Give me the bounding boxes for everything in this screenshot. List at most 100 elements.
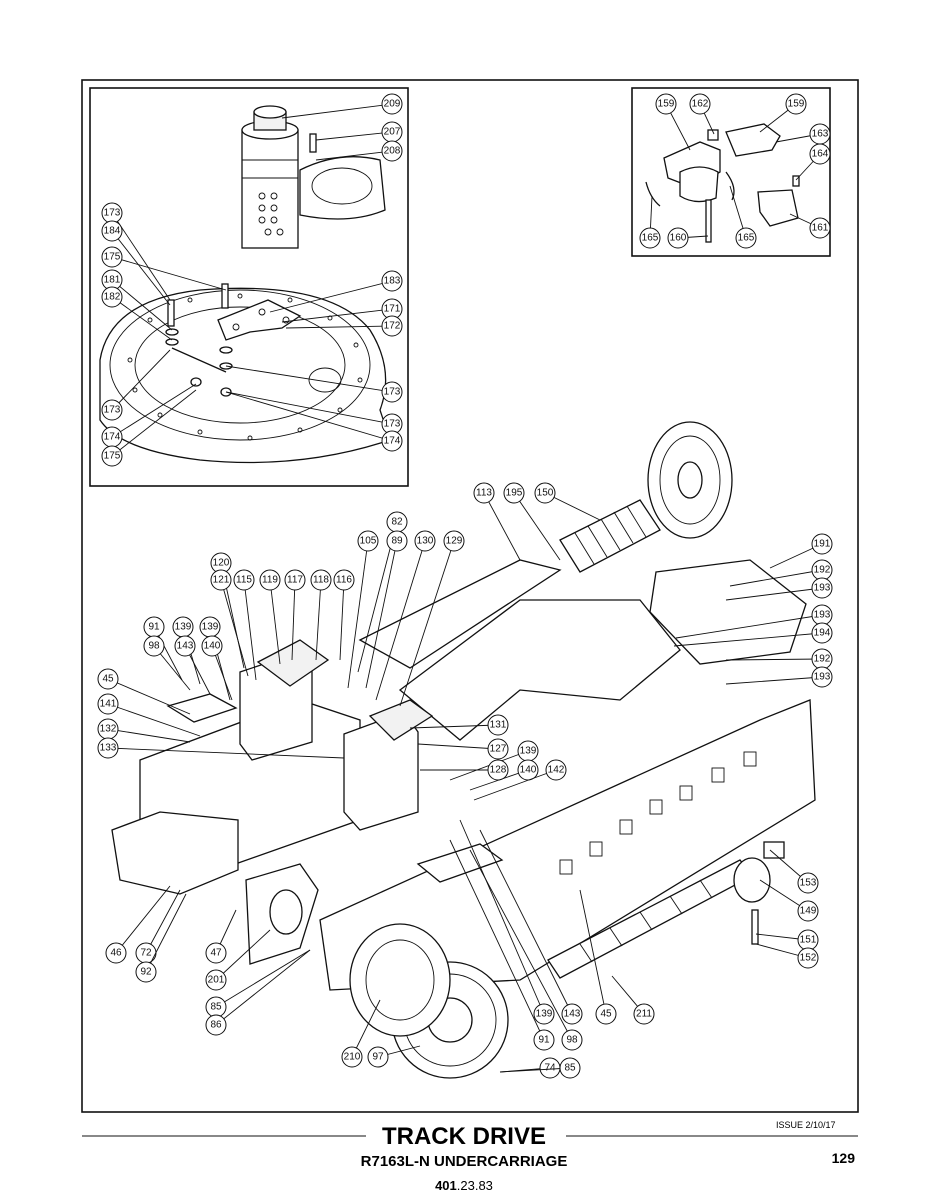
callout-173: 173 [225, 391, 403, 435]
callout-174: 174 [225, 391, 403, 452]
callout-bubble [785, 93, 807, 115]
callout-159: 159 [759, 93, 807, 133]
callout-leader [107, 747, 345, 759]
callout-number: 173 [104, 405, 121, 416]
callout-bubble [561, 1029, 583, 1051]
callout-89: 89 [365, 530, 408, 689]
callout-number: 175 [104, 252, 121, 263]
callout-121: 121 [210, 569, 249, 677]
callout-number: 201 [208, 975, 225, 986]
callout-bubble [259, 569, 281, 591]
doc-code-prefix: 401 [435, 1178, 457, 1193]
callout-bubble [233, 569, 255, 591]
callout-151: 151 [755, 929, 819, 951]
callout-number: 133 [100, 743, 117, 754]
callout-number: 181 [104, 275, 121, 286]
issue-date: ISSUE 2/10/17 [776, 1120, 836, 1130]
callout-leader [315, 579, 322, 661]
callout-number: 72 [140, 948, 152, 959]
callout-116: 116 [333, 569, 355, 661]
callout-number: 184 [104, 226, 121, 237]
callout-number: 173 [384, 387, 401, 398]
callout-bubble [811, 666, 833, 688]
callout-173: 173 [225, 365, 403, 403]
callout-number: 160 [670, 233, 687, 244]
callout-leader [281, 103, 393, 119]
callout-leader [107, 678, 191, 715]
callout-number: 143 [564, 1009, 581, 1020]
callout-number: 149 [800, 906, 817, 917]
callout-leader [281, 308, 393, 323]
callout-leader [675, 614, 823, 639]
callout-number: 192 [814, 565, 831, 576]
callout-number: 119 [262, 575, 278, 586]
callout-number: 151 [800, 935, 817, 946]
callout-number: 139 [536, 1009, 553, 1020]
callout-bubble [341, 1046, 363, 1068]
callout-number: 173 [384, 419, 401, 430]
callout-207: 207 [315, 121, 403, 143]
callout-bubble [205, 969, 227, 991]
callout-201: 201 [205, 929, 271, 991]
callout-bubble [310, 569, 332, 591]
callout-number: 115 [236, 575, 252, 586]
callout-number: 82 [391, 517, 403, 528]
callout-number: 161 [812, 223, 829, 234]
clamp-inset-drawing [645, 123, 800, 243]
callout-211: 211 [611, 975, 655, 1025]
callout-leader [111, 389, 197, 457]
callout-leader [409, 724, 499, 729]
callout-leader [315, 131, 393, 141]
callout-bubble [101, 399, 123, 421]
callout-bubble [101, 286, 123, 308]
callout-bubble [97, 693, 119, 715]
callout-number: 121 [213, 575, 230, 586]
callout-bubble [473, 482, 495, 504]
callout-bubble [101, 445, 123, 467]
callout-number: 128 [490, 765, 507, 776]
callout-bubble [414, 530, 436, 552]
swivel-inset-frame [89, 87, 409, 487]
callout-bubble [797, 900, 819, 922]
callout-45: 45 [97, 668, 191, 715]
callout-leader [499, 1067, 571, 1073]
callout-140: 140 [469, 759, 539, 791]
callout-118: 118 [310, 569, 332, 661]
callout-leader [315, 150, 393, 161]
callout-leader [399, 540, 455, 707]
callout-number: 116 [336, 575, 352, 586]
callout-195: 195 [503, 482, 561, 561]
callout-184: 184 [101, 220, 171, 306]
callout-leader [479, 829, 573, 1015]
callout-bubble [561, 1003, 583, 1025]
callout-175: 175 [101, 246, 227, 291]
callout-number: 91 [538, 1035, 550, 1046]
callout-leader [111, 349, 171, 411]
page-title: TRACK DRIVE [382, 1123, 546, 1150]
callout-191: 191 [769, 533, 833, 569]
callout-number: 150 [537, 488, 554, 499]
callout-45: 45 [579, 889, 617, 1025]
callout-208: 208 [315, 140, 403, 162]
callout-bubble [559, 1057, 581, 1079]
callout-leader [215, 929, 271, 981]
callout-130: 130 [375, 530, 436, 701]
callout-number: 118 [313, 575, 329, 586]
callout-139: 139 [199, 616, 231, 701]
callout-bubble [534, 482, 556, 504]
callout-number: 210 [344, 1052, 361, 1063]
callout-number: 142 [548, 765, 565, 776]
callout-leader [111, 256, 227, 291]
callout-bubble [595, 1003, 617, 1025]
callout-number: 152 [800, 953, 817, 964]
callout-leader [107, 703, 201, 737]
callout-number: 173 [104, 208, 121, 219]
callout-117: 117 [284, 569, 306, 661]
callout-number: 191 [814, 539, 831, 550]
callout-leader [449, 839, 545, 1041]
callout-bubble [381, 381, 403, 403]
callout-192: 192 [729, 559, 833, 587]
callout-number: 174 [104, 432, 121, 443]
callout-number: 131 [490, 720, 507, 731]
